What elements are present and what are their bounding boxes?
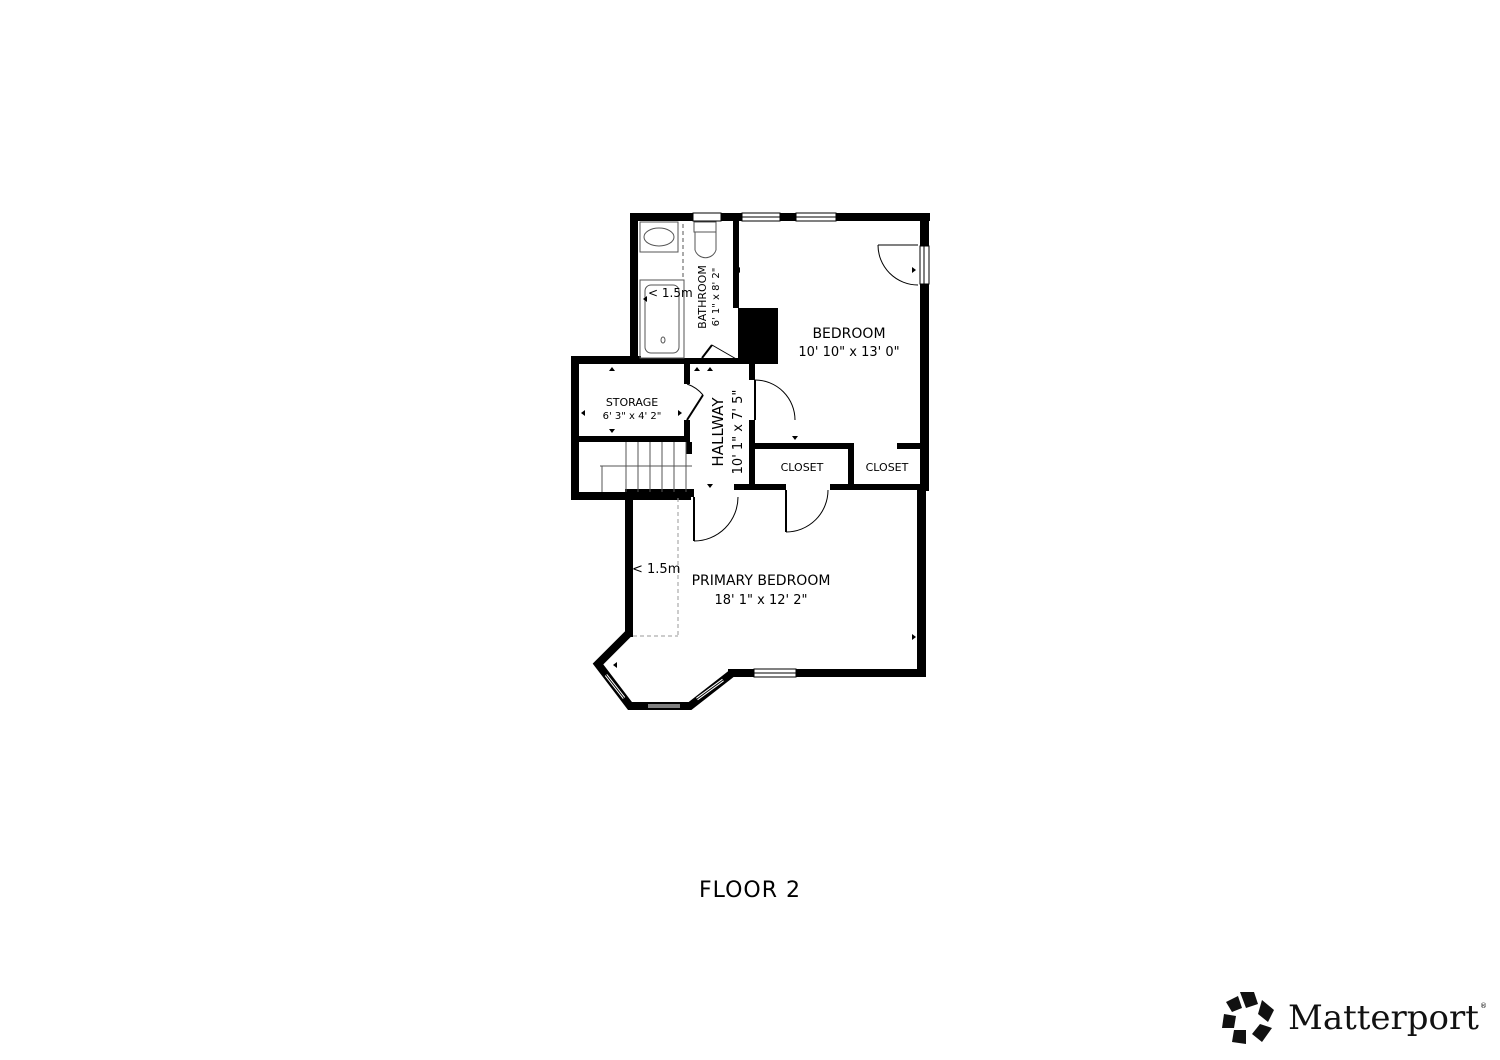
staircase: [600, 442, 692, 492]
bathroom-dims: 6' 1" x 8' 2": [711, 268, 722, 327]
bay-window-lines: [605, 674, 724, 707]
hallway-name: HALLWAY: [709, 397, 727, 467]
brand-logo: Matterport ®: [1218, 988, 1488, 1048]
hallway-dims: 10' 1" x 7' 5": [731, 390, 746, 475]
dimension-ticks: [581, 267, 916, 668]
primary-height-note: < 1.5m: [632, 562, 680, 577]
bath-fixtures: [639, 221, 717, 359]
brand-name: Matterport: [1288, 998, 1479, 1038]
brand-registered-mark: ®: [1480, 1002, 1487, 1010]
matterport-logo-icon: [1222, 992, 1274, 1044]
bathroom-name: BATHROOM: [696, 265, 709, 329]
floor-label: FLOOR 2: [698, 878, 802, 903]
bedroom-dims: 10' 10" x 13' 0": [798, 345, 899, 360]
primary-bedroom-dims: 18' 1" x 12' 2": [715, 593, 808, 608]
closet-left-name: CLOSET: [781, 461, 824, 474]
bay-walls: [592, 630, 734, 710]
storage-name: STORAGE: [606, 396, 658, 409]
closet-right-name: CLOSET: [866, 461, 909, 474]
doors: [686, 244, 919, 542]
primary-bedroom-name: PRIMARY BEDROOM: [692, 573, 831, 589]
labels: BEDROOM 10' 10" x 13' 0" STORAGE 6' 3" x…: [603, 265, 909, 608]
low-ceiling-outline: [633, 498, 679, 637]
windows: [692, 212, 930, 678]
storage-dims: 6' 3" x 4' 2": [603, 411, 662, 422]
bathroom-height-note: < 1.5m: [648, 286, 693, 300]
bedroom-name: BEDROOM: [812, 326, 885, 342]
